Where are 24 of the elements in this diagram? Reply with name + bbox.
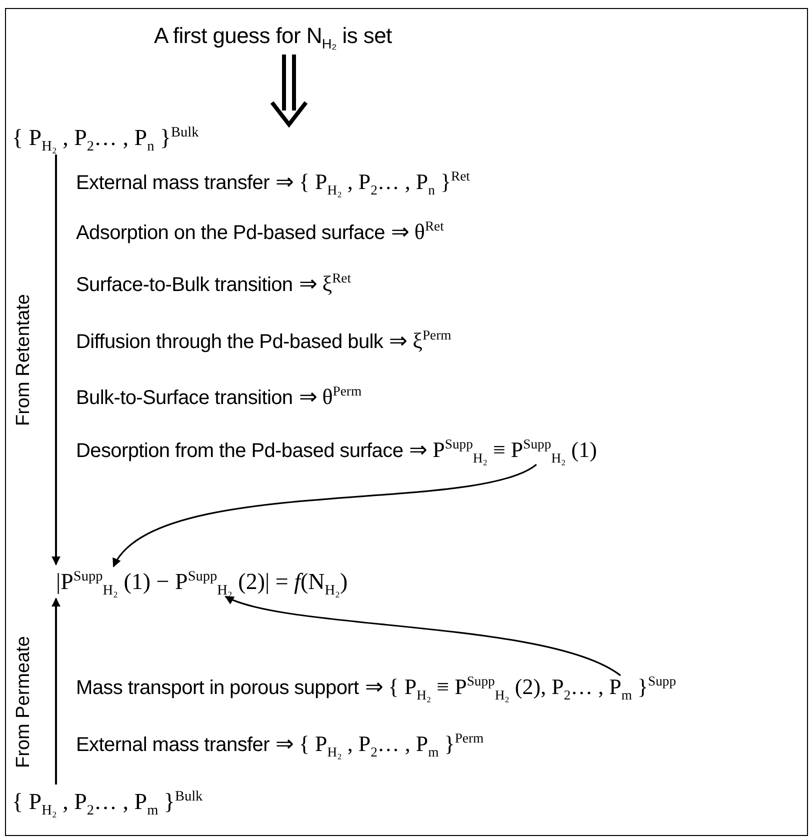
step-text: Adsorption on the Pd-based surface <box>76 222 385 245</box>
step-text: Diffusion through the Pd-based bulk <box>76 331 384 354</box>
step-result-formula: ⇒ ξ$^{Ret}$ <box>298 271 351 297</box>
step-result-formula: ⇒ { P$_{H₂}$ ≡ P$^{Supp}$$_{H₂}$ (2), P$_{2}$… , P$_{m}$ }$^{Supp}$ <box>364 674 676 700</box>
step-result-formula: ⇒ θ$^{Perm}$ <box>298 384 362 410</box>
arrow <box>112 464 537 568</box>
step-result-formula: ⇒ { P$_{H₂}$ , P$_{2}$… , P$_{m}$ }$^{Perm}$ <box>275 731 484 757</box>
arrow <box>52 598 60 784</box>
step-result-formula: ⇒ P$^{Supp}$$_{H₂}$ ≡ P$^{Supp}$$_{H₂}$ (1) <box>409 437 597 463</box>
step-text: Desorption from the Pd-based surface <box>76 440 404 463</box>
step-text: External mass transfer <box>76 734 270 757</box>
formula: { P$_{H₂}$ , P$_{2}$… , P$_{m}$ }$^{Bulk}$ <box>12 789 203 815</box>
step-result-formula: ⇒ θ$^{Ret}$ <box>390 219 444 245</box>
step-text: Mass transport in porous support <box>76 677 359 700</box>
step-text: Bulk-to-Surface transition <box>76 387 293 410</box>
formula: { P$_{H₂}$ , P$_{2}$… , P$_{n}$ }$^{Bulk}$ <box>12 125 199 151</box>
arrow <box>52 154 60 566</box>
step-result-formula: ⇒ { P$_{H₂}$ , P$_{2}$… , P$_{n}$ }$^{Ret}$ <box>275 169 470 195</box>
step-text: External mass transfer <box>76 172 270 195</box>
step-text: Surface-to-Bulk transition <box>76 274 293 297</box>
arrow <box>224 595 621 676</box>
start-text: A first guess for N$_{H₂}$ is set <box>154 23 392 49</box>
double-arrow <box>270 52 308 128</box>
step-result-formula: ⇒ ξ$^{Perm}$ <box>389 328 452 354</box>
